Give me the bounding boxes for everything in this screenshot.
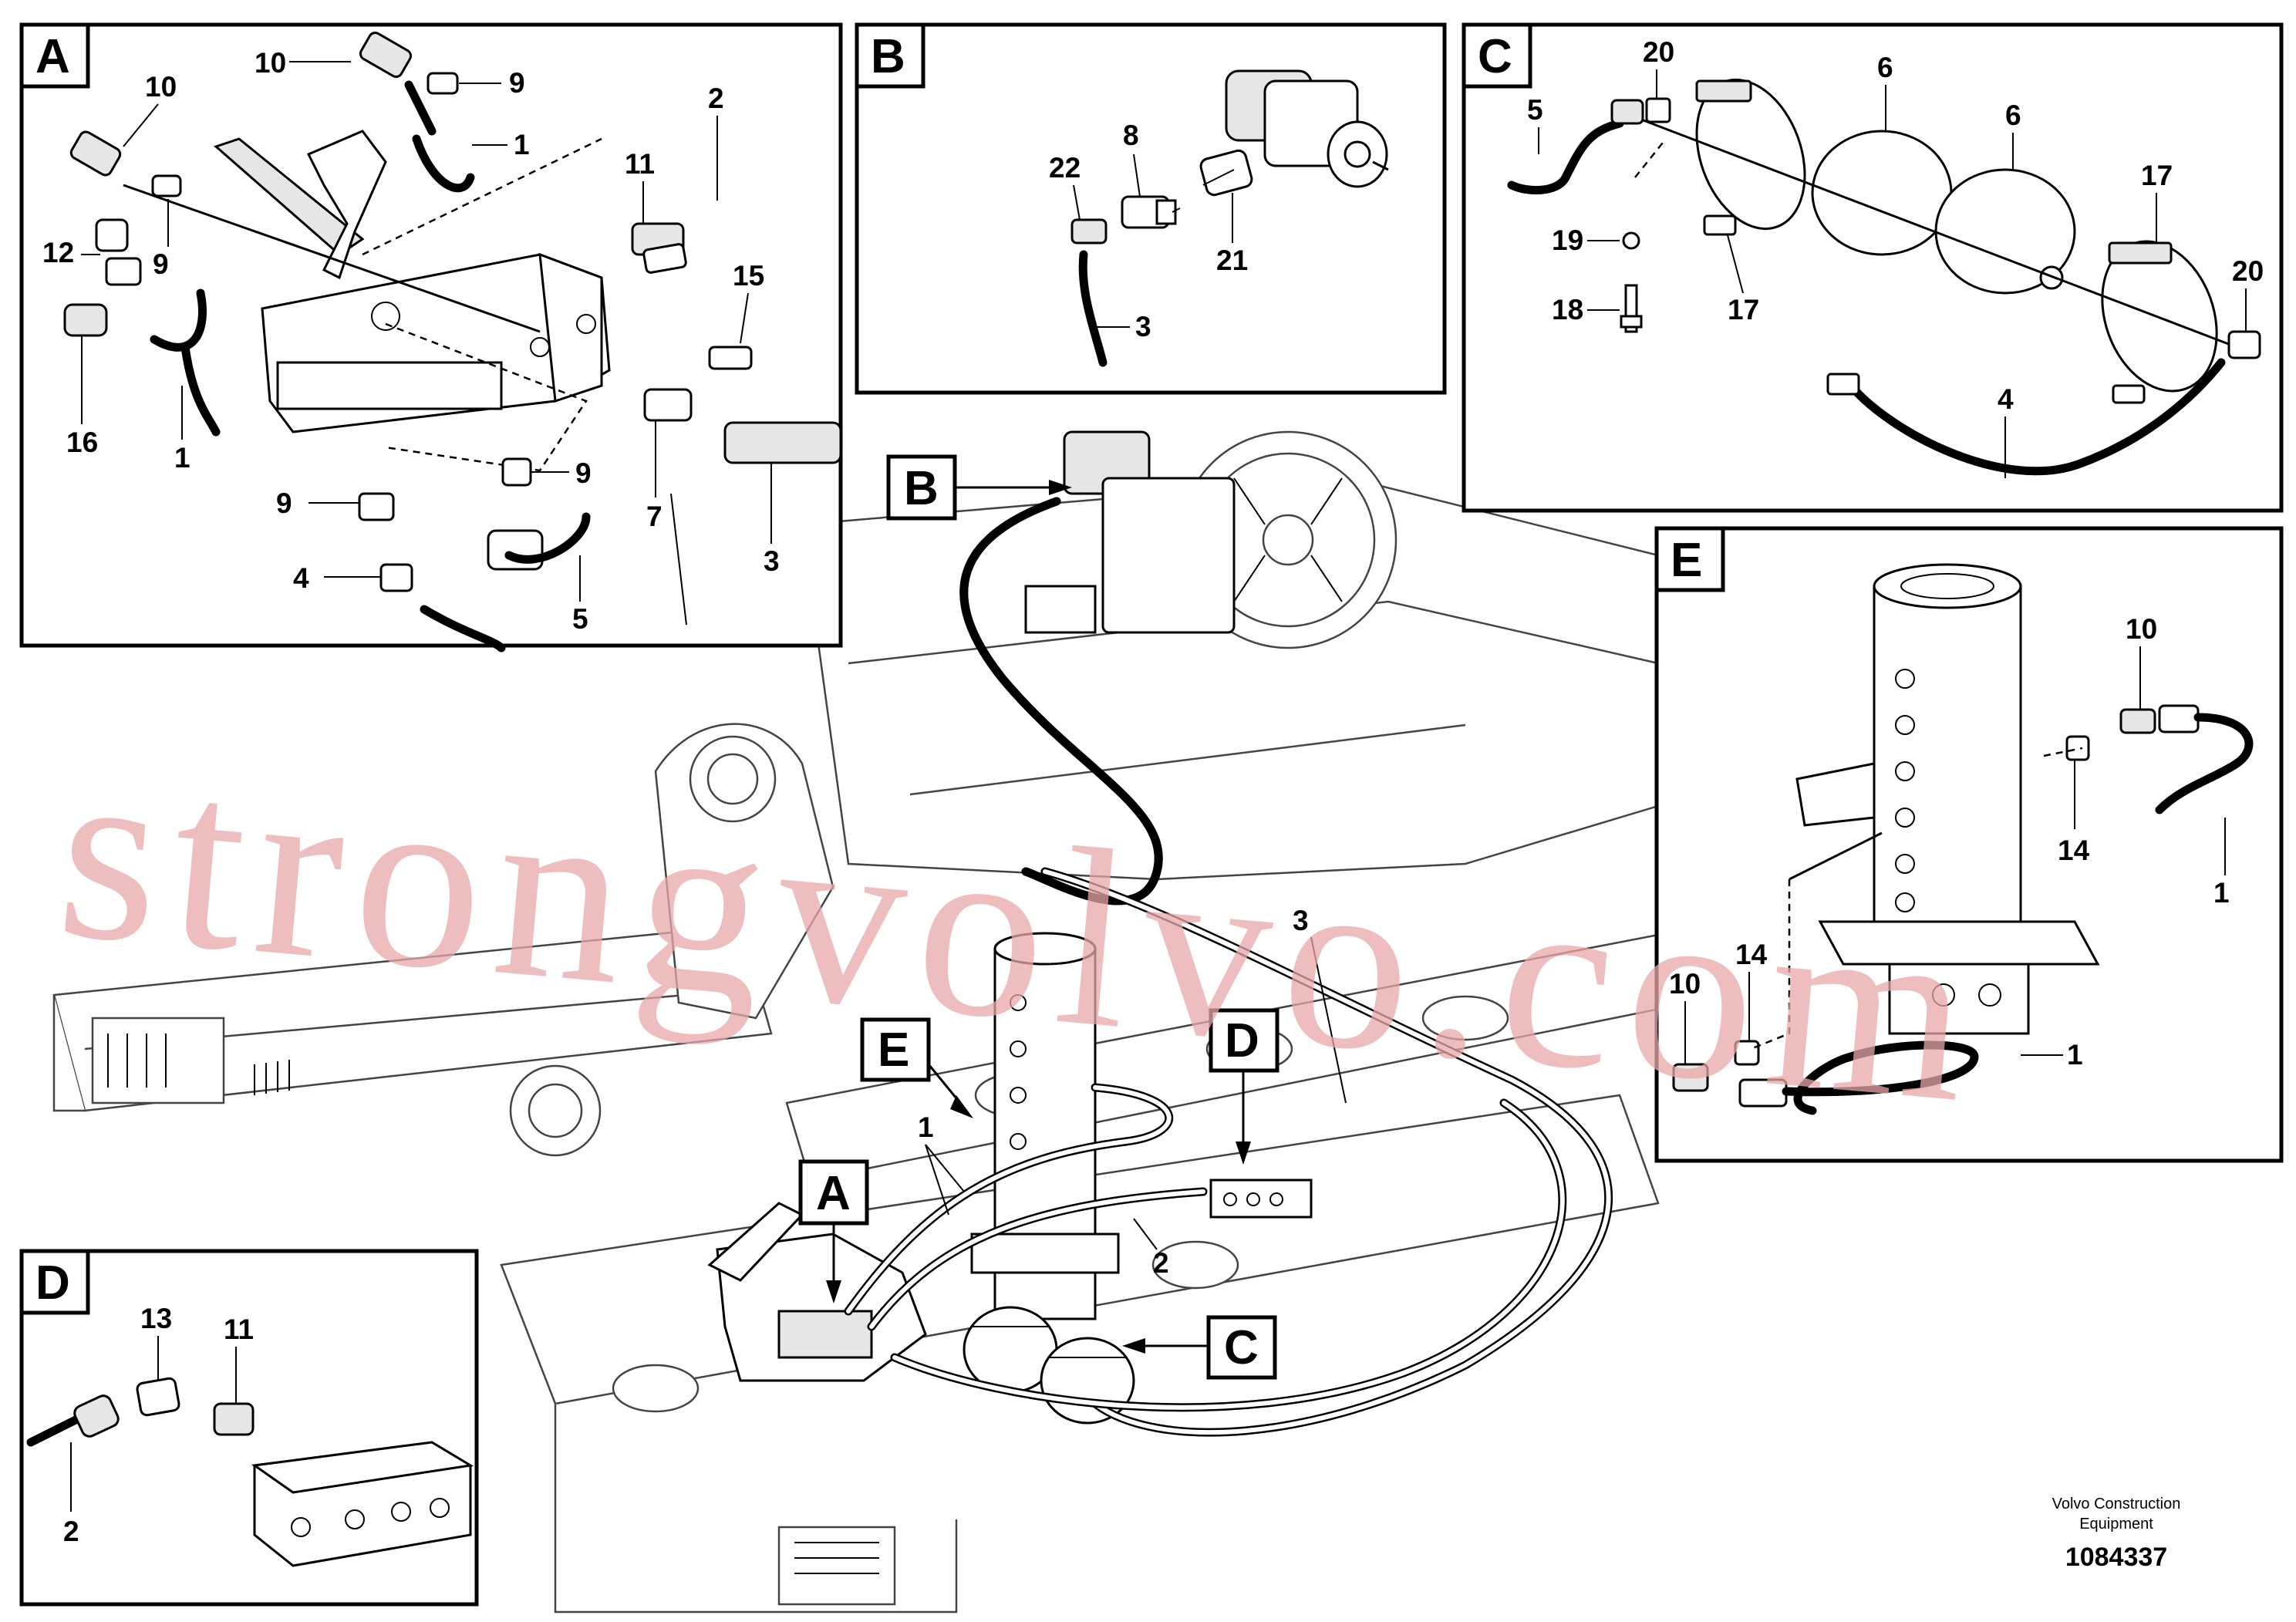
main-machine-illustration (52, 430, 1883, 1614)
panel-a-label-9d: 9 (276, 487, 292, 519)
main-callout-c[interactable]: C (1122, 1315, 1277, 1380)
main-hoses (844, 497, 1613, 1437)
main-label-1: 1 (918, 1111, 934, 1143)
panel-a-label-12: 12 (42, 237, 74, 268)
panel-a-label-9b: 9 (153, 248, 169, 280)
main-label-2: 2 (1153, 1247, 1169, 1279)
panel-c-label-5: 5 (1527, 94, 1543, 126)
panel-b-label-3: 3 (1135, 311, 1151, 342)
panel-e-label-10b: 10 (1669, 968, 1701, 1000)
main-callout-e[interactable]: E (860, 1017, 973, 1118)
panel-a-label-9a: 9 (509, 67, 525, 99)
svg-text:E: E (878, 1023, 909, 1077)
panel-d-label-2: 2 (63, 1516, 79, 1547)
panel-a-label-2: 2 (708, 83, 724, 114)
panel-c-label-17a: 17 (2141, 160, 2173, 191)
panel-e: E 10 14 1 10 14 (1654, 526, 2284, 1163)
panel-d: D 13 11 2 (19, 1249, 479, 1607)
panel-a-label-10a: 10 (255, 47, 286, 79)
svg-text:C: C (1224, 1321, 1259, 1374)
main-callout-a[interactable]: A (798, 1159, 869, 1303)
panel-c-label-17b: 17 (1728, 294, 1759, 325)
panel-a-label-7: 7 (646, 501, 663, 532)
panel-e-label-14b: 14 (1735, 939, 1768, 970)
drawing-number: 1084337 (2065, 1543, 2167, 1572)
panel-e-label-14a: 14 (2058, 835, 2090, 866)
panel-c-label-4: 4 (1998, 383, 2014, 415)
panel-a-label-4: 4 (293, 562, 309, 594)
panel-a-label-3: 3 (764, 545, 780, 577)
panel-a-label-16: 16 (66, 427, 98, 458)
panel-e-label-10a: 10 (2126, 613, 2157, 645)
panel-c-label-18: 18 (1552, 294, 1583, 325)
panel-c-label-19: 19 (1552, 224, 1583, 256)
panel-b-label-22: 22 (1049, 152, 1081, 184)
main-labels: 3 1 2 B E D A (798, 454, 1347, 1380)
panel-c-label-6b: 6 (2005, 99, 2021, 131)
panel-c: C 20 6 6 5 17 19 (1462, 22, 2284, 513)
panel-a-label-11: 11 (625, 148, 655, 180)
panel-d-title: D (35, 1256, 70, 1310)
panel-e-label-1a: 1 (2213, 877, 2230, 909)
main-callout-b[interactable]: B (886, 454, 1072, 521)
footer-brand-line1: Volvo Construction (2052, 1496, 2181, 1512)
panel-b-label-8: 8 (1123, 120, 1139, 151)
panel-a-label-10b: 10 (145, 71, 177, 103)
panel-a-label-1b: 1 (174, 442, 190, 474)
panel-d-label-11: 11 (224, 1313, 254, 1345)
panel-c-label-20b: 20 (2232, 255, 2264, 287)
panel-c-title: C (1478, 30, 1512, 83)
panel-a-label-15: 15 (733, 260, 764, 292)
main-callout-d[interactable]: D (1209, 1008, 1279, 1165)
footer-brand-line2: Equipment (2079, 1516, 2153, 1533)
svg-text:B: B (904, 462, 939, 515)
panel-e-label-1b: 1 (2067, 1039, 2083, 1071)
panel-d-label-13: 13 (140, 1303, 172, 1334)
panel-a-label-9c: 9 (575, 457, 592, 489)
panel-b: B 8 22 21 3 (855, 22, 1447, 395)
panel-c-label-20a: 20 (1643, 36, 1674, 68)
panel-b-title: B (871, 30, 905, 83)
panel-a-label-1a: 1 (514, 129, 530, 160)
panel-a: A 10 9 (19, 22, 843, 653)
panel-e-title: E (1671, 534, 1702, 587)
panel-a-label-5: 5 (572, 603, 588, 635)
main-label-3: 3 (1293, 905, 1309, 936)
svg-text:D: D (1225, 1014, 1259, 1067)
panel-c-label-6a: 6 (1877, 52, 1893, 83)
panel-a-title: A (35, 30, 70, 83)
footer: Volvo Construction Equipment 1084337 (2052, 1496, 2181, 1572)
panel-b-label-21: 21 (1216, 244, 1248, 276)
svg-text:A: A (816, 1167, 851, 1220)
